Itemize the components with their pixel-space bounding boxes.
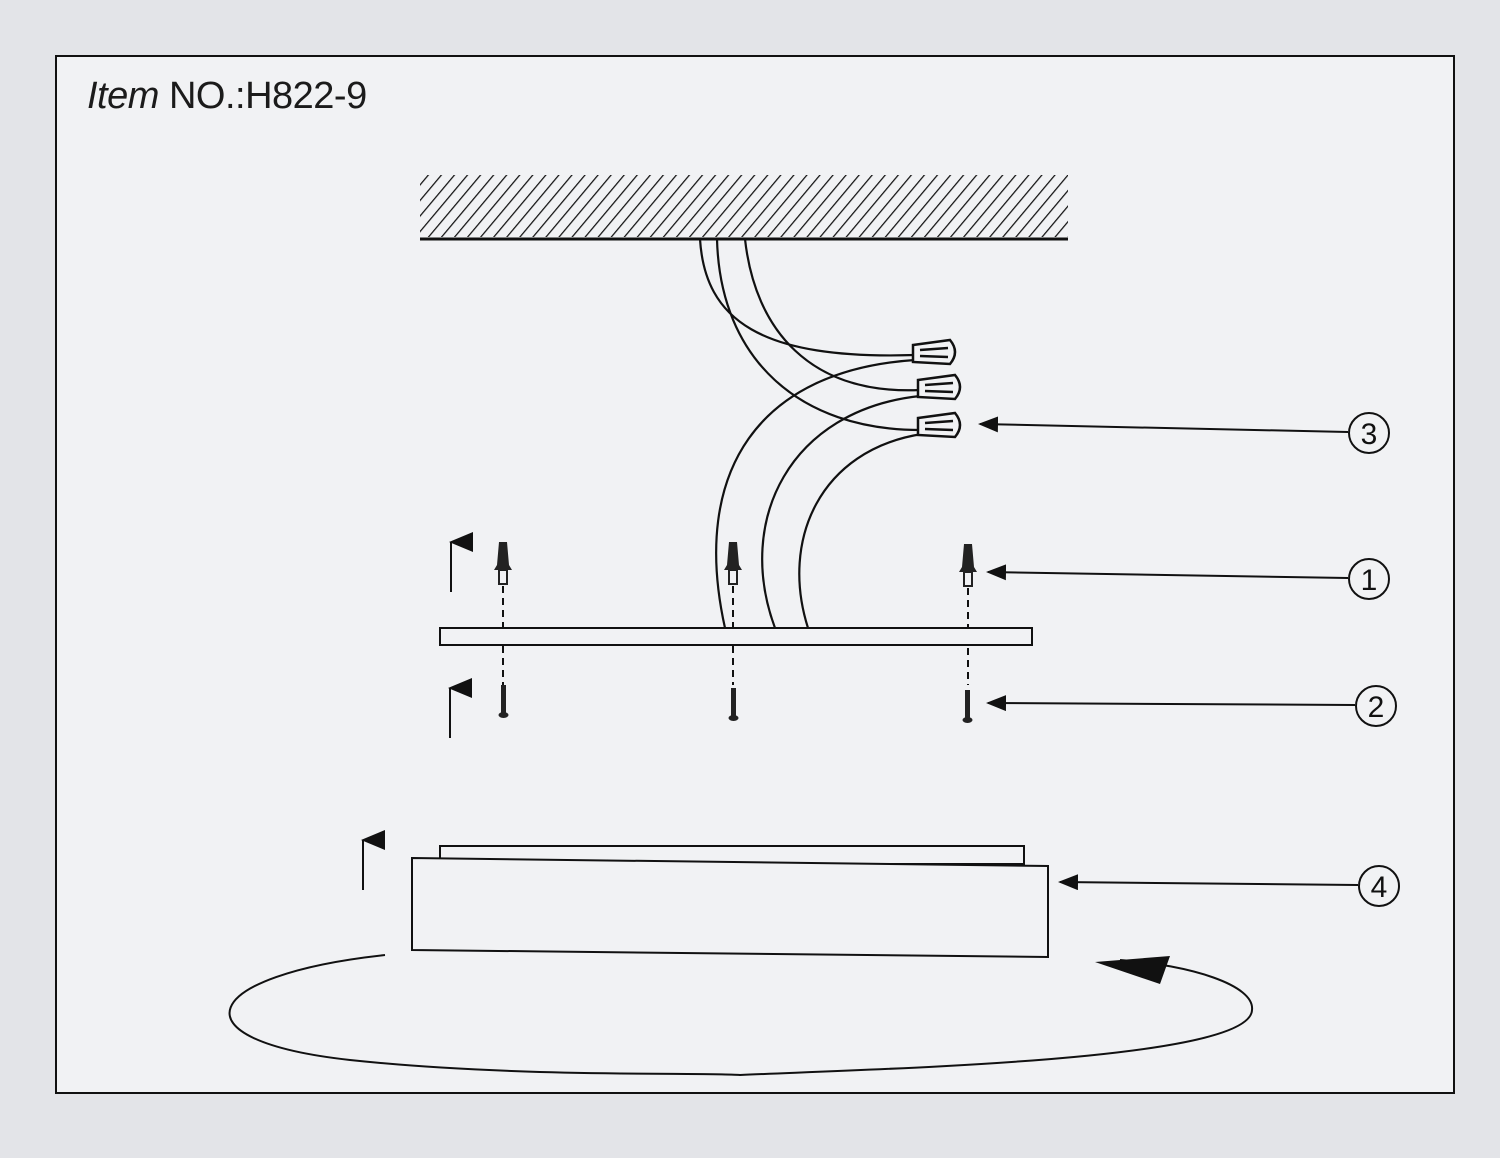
screws: [498, 685, 973, 723]
ceiling: [420, 175, 1068, 241]
wall-anchors: [494, 542, 977, 587]
wire-connector-icon: [916, 411, 962, 439]
wire-connector-icon: [911, 338, 957, 366]
item-number: NO.:H822-9: [168, 75, 367, 117]
wall-anchor-icon: [724, 542, 742, 585]
ceiling-wires: [698, 238, 923, 629]
screw-icon: [962, 690, 973, 723]
item-number-title: Item NO.:H822-9: [87, 75, 367, 118]
callout-number: 3: [1361, 418, 1378, 451]
callout-number: 1: [1361, 564, 1378, 597]
callout-3: 3: [1348, 412, 1390, 454]
wire-connector-icon: [916, 373, 962, 401]
screw-icon: [728, 688, 739, 721]
callout-1: 1: [1348, 558, 1390, 600]
rotation-ellipse: [228, 954, 1254, 1077]
callout-number: 4: [1371, 871, 1388, 904]
wall-anchor-icon: [494, 542, 512, 585]
lamp-body: [411, 845, 1049, 959]
screw-icon: [498, 685, 509, 718]
callout-number: 2: [1368, 691, 1385, 724]
callouts: 3 1 2 4: [1348, 412, 1400, 907]
rotation-arrow-icon: [1095, 956, 1170, 984]
upward-arrows: [361, 532, 473, 890]
mounting-plate: [439, 627, 1033, 646]
wall-anchor-icon: [959, 544, 977, 587]
rotation-indicator: [228, 954, 1254, 1077]
wire-connectors: [911, 338, 962, 439]
callout-2: 2: [1355, 685, 1397, 727]
callout-4: 4: [1358, 865, 1400, 907]
callout-lines: [978, 416, 1359, 891]
title-prefix: Item: [87, 75, 159, 117]
